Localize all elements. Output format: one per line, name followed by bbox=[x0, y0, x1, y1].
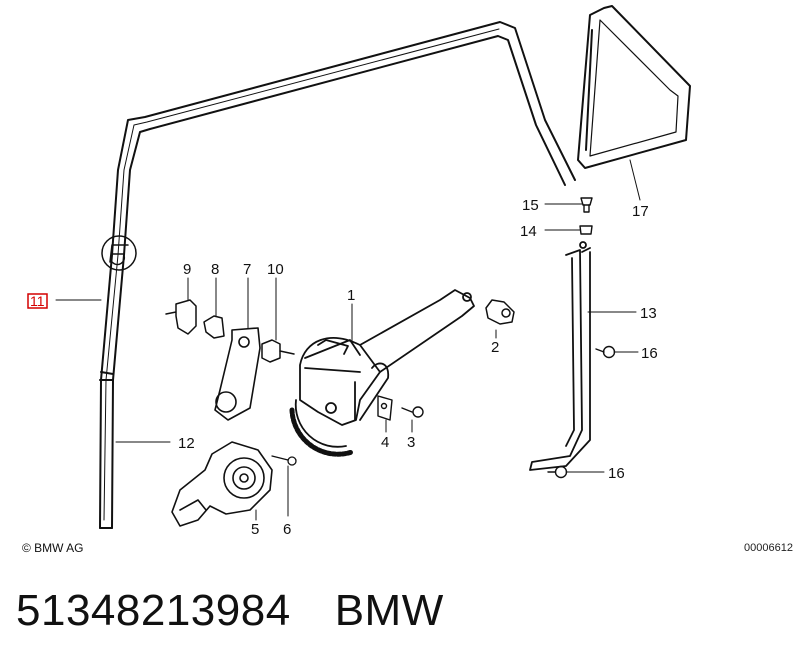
window-motor bbox=[171, 441, 273, 527]
callout-14: 14 bbox=[520, 223, 537, 240]
bracket-part-9 bbox=[165, 299, 197, 335]
guide-rail bbox=[529, 241, 591, 471]
parts-diagram: 11 12 1 2 3 4 5 6 7 8 9 10 15 14 17 13 1… bbox=[27, 5, 691, 538]
callout-9: 9 bbox=[183, 261, 191, 278]
callout-1: 1 bbox=[347, 287, 355, 304]
copyright-label: © BMW AG bbox=[22, 541, 84, 555]
callout-11-highlight-box[interactable] bbox=[27, 293, 48, 309]
callout-6: 6 bbox=[283, 521, 291, 538]
brand-name: BMW bbox=[334, 586, 444, 635]
callout-16-lower: 16 bbox=[608, 465, 625, 482]
diagram-id: 00006612 bbox=[744, 542, 793, 554]
callout-11[interactable]: 11 bbox=[30, 293, 45, 309]
bolt-16-upper bbox=[595, 345, 616, 359]
drive-belt-part-7 bbox=[214, 327, 261, 421]
callout-7: 7 bbox=[243, 261, 251, 278]
leader-lines bbox=[55, 159, 641, 521]
roller-part-2 bbox=[485, 299, 515, 325]
callout-3: 3 bbox=[407, 434, 415, 451]
callout-8: 8 bbox=[211, 261, 219, 278]
quarter-window-frame bbox=[577, 5, 691, 169]
callout-12: 12 bbox=[178, 435, 195, 452]
part-number: 51348213984 bbox=[16, 586, 291, 635]
screw-part-6 bbox=[271, 455, 297, 466]
clip-part-4 bbox=[377, 395, 393, 421]
callout-labels: 11 12 1 2 3 4 5 6 7 8 9 10 15 14 17 13 1… bbox=[27, 197, 658, 538]
footer-caption: 51348213984 BMW bbox=[16, 586, 444, 636]
window-channel-seal bbox=[99, 21, 576, 529]
seal-emblem-icon bbox=[101, 235, 137, 271]
bolt-part-3 bbox=[401, 406, 424, 418]
window-regulator bbox=[289, 289, 475, 457]
callout-2: 2 bbox=[491, 339, 499, 356]
callout-16-upper: 16 bbox=[641, 345, 658, 362]
callout-17: 17 bbox=[632, 203, 649, 220]
damper-part-8 bbox=[203, 315, 225, 339]
callout-10: 10 bbox=[267, 261, 284, 278]
clip-fastener bbox=[579, 197, 593, 235]
callout-15: 15 bbox=[522, 197, 539, 214]
callout-13: 13 bbox=[640, 305, 657, 322]
bushing-part-10 bbox=[261, 339, 295, 363]
callout-4: 4 bbox=[381, 434, 389, 451]
callout-5: 5 bbox=[251, 521, 259, 538]
